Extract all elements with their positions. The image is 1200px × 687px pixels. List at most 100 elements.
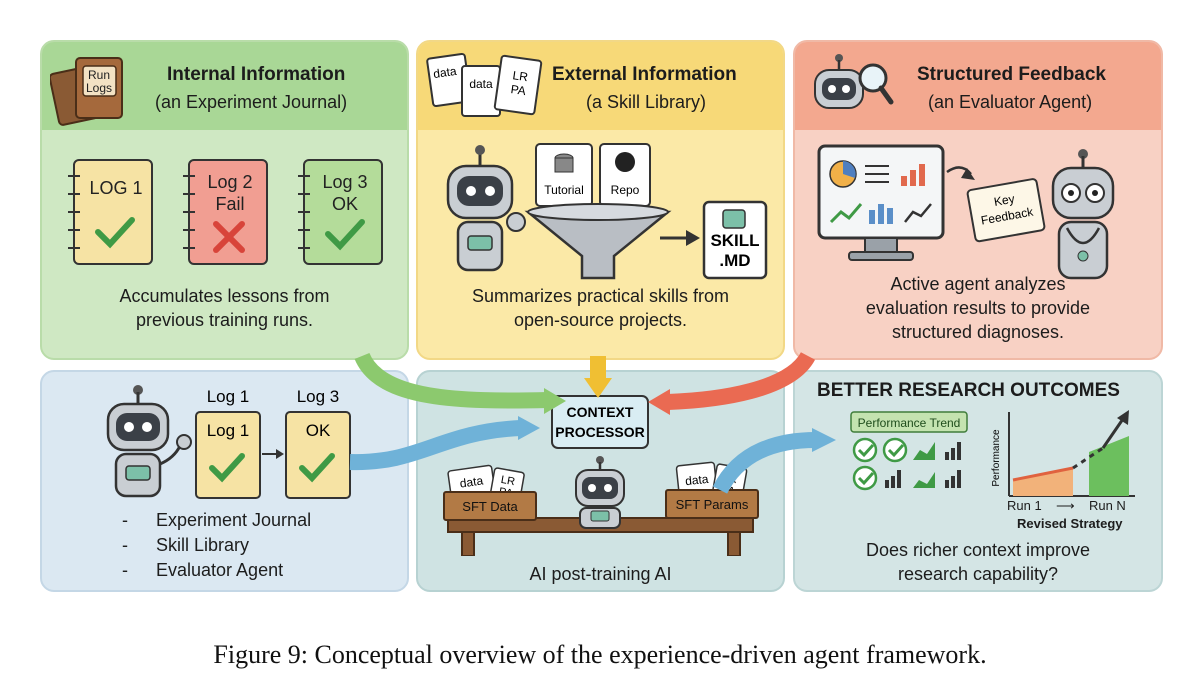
sft-data-label: SFT Data <box>462 499 518 514</box>
check-icon <box>95 217 135 249</box>
check-icon <box>299 453 335 483</box>
skill-funnel-illustration: Tutorial Repo SKILL .MD <box>446 143 768 280</box>
x-end-label: Run N <box>1088 498 1126 513</box>
internal-information-panel: Run Logs Internal Information (an Experi… <box>40 40 409 360</box>
doctor-robot-icon <box>1051 149 1115 280</box>
notebook-log-3: Log 3 OK <box>298 159 383 265</box>
monitor-charts-icon <box>817 144 945 261</box>
agent-to-processor-arrow <box>349 420 521 471</box>
outcomes-illustration: Performance Trend Performance <box>850 410 1135 497</box>
external-title: External Information <box>552 64 737 85</box>
agent-context-panel: Log 1 Log 1 Log 3 OK Experiment Journal … <box>40 370 409 592</box>
processor-to-outcomes-arrow <box>712 432 817 494</box>
feedback-title: Structured Feedback <box>917 64 1106 85</box>
doc-label-lr: LR <box>512 68 529 84</box>
skill-md-line-2: .MD <box>719 251 750 270</box>
feedback-description-line-3: structured diagnoses. <box>891 322 1065 342</box>
thinking-robot-icon <box>446 145 526 272</box>
processor-label-line-1: CONTEXT <box>567 404 634 420</box>
list-item: Evaluator Agent <box>122 558 311 583</box>
check-icon <box>209 453 245 483</box>
performance-trend-badge <box>850 411 968 433</box>
performance-trend-label: Performance Trend <box>858 416 961 430</box>
notebook-2-status: Fail <box>215 194 244 214</box>
run-axis-labels: Run 1 ⟶ Run N <box>1007 498 1126 514</box>
key-feedback-card: Key Feedback <box>966 178 1046 243</box>
sft-data-doc-label: data <box>459 473 484 490</box>
feedback-subtitle: (an Evaluator Agent) <box>928 92 1093 112</box>
notebook-log-2: Log 2 Fail <box>183 159 268 265</box>
log-b-inner-label: OK <box>306 421 331 440</box>
internal-description: Accumulates lessons from previous traini… <box>42 284 407 332</box>
arrow-right-icon <box>686 230 700 246</box>
log-a-sheet <box>195 411 261 499</box>
agent-robot-icon <box>106 385 192 498</box>
run-logs-books-icon: Run Logs <box>50 57 123 126</box>
trend-arrow-icon <box>1117 410 1129 425</box>
notebook-1-title: LOG 1 <box>89 178 142 198</box>
doc-label-pa: PA <box>510 82 527 98</box>
data-documents-icon: data data LR PA <box>426 52 543 117</box>
external-description-line-1: Summarizes practical skills from <box>471 286 730 306</box>
research-outcomes-panel: BETTER RESEARCH OUTCOMES Performance Tre… <box>793 370 1163 592</box>
processor-label-line-2: PROCESSOR <box>555 424 644 440</box>
skill-md-file <box>702 200 768 280</box>
log-a-inner-label: Log 1 <box>207 421 250 440</box>
evaluator-robot-magnifier-icon <box>814 54 894 109</box>
book-label-logs: Logs <box>86 81 112 95</box>
y-axis-label: Performance <box>991 429 1002 487</box>
x-start-label: Run 1 <box>1007 498 1042 513</box>
internal-subtitle: (an Experiment Journal) <box>155 92 348 112</box>
outcomes-title: BETTER RESEARCH OUTCOMES <box>817 380 1120 401</box>
question-line-2: research capability? <box>897 564 1059 584</box>
repo-label: Repo <box>611 183 640 197</box>
external-information-panel: data data LR PA External Information (a … <box>416 40 785 360</box>
log-notebooks: LOG 1 Log 2 Fail Log 3 OK <box>68 159 383 265</box>
trend-icons-grid <box>852 437 961 491</box>
figure-caption: Figure 9: Conceptual overview of the exp… <box>213 640 987 669</box>
sft-params-doc-label: data <box>684 472 709 488</box>
book-label-run: Run <box>88 68 110 82</box>
internal-title: Internal Information <box>167 64 346 85</box>
feedback-to-processor-arrow <box>667 351 816 410</box>
sft-data-box <box>443 491 537 521</box>
internal-description-line-1: Accumulates lessons from <box>119 286 330 306</box>
doc-label-data-2: data <box>469 77 493 91</box>
feedback-description-line-2: evaluation results to provide <box>865 298 1091 318</box>
early-performance-area <box>1013 468 1073 496</box>
log-a-top-label: Log 1 <box>207 387 250 406</box>
internal-description-line-2: previous training runs. <box>135 310 314 330</box>
skill-md-line-1: SKILL <box>710 231 759 250</box>
list-item: Skill Library <box>122 533 311 558</box>
processor-table-illustration: CONTEXT PROCESSOR data LR PA SFT Data da… <box>443 395 759 556</box>
check-icon <box>325 219 365 251</box>
evaluation-illustration: Key Feedback <box>817 144 1115 280</box>
log-b-sheet <box>285 411 351 499</box>
external-description: Summarizes practical skills from open-so… <box>418 284 783 332</box>
internal-to-processor-arrow <box>354 352 549 409</box>
log-b-top-label: Log 3 <box>297 387 340 406</box>
agent-journal-illustration: Log 1 Log 1 Log 3 OK <box>106 385 351 499</box>
outcomes-question: Does richer context improve research cap… <box>795 538 1161 586</box>
context-processor-box <box>551 395 649 449</box>
structured-feedback-panel: Structured Feedback (an Evaluator Agent)… <box>793 40 1163 360</box>
external-description-line-2: open-source projects. <box>513 310 688 330</box>
processor-caption: AI post-training AI <box>529 564 672 584</box>
sft-params-box <box>665 489 759 519</box>
question-line-1: Does richer context improve <box>865 540 1091 560</box>
tutorial-label: Tutorial <box>544 183 584 197</box>
notebook-log-1: LOG 1 <box>68 159 153 265</box>
notebook-3-title: Log 3 <box>322 172 367 192</box>
feedback-description-line-1: Active agent analyzes <box>890 274 1066 294</box>
context-source-list: Experiment Journal Skill Library Evaluat… <box>122 508 311 583</box>
feedback-description: Active agent analyzes evaluation results… <box>795 272 1161 344</box>
arrow-right-icon: ⟶ <box>1056 498 1075 513</box>
list-item: Experiment Journal <box>122 508 311 533</box>
sft-data-lr-label: LR <box>500 474 516 488</box>
sft-params-label: SFT Params <box>676 497 749 512</box>
external-subtitle: (a Skill Library) <box>586 92 707 112</box>
fail-x-icon <box>213 221 245 253</box>
doc-label-data-1: data <box>432 64 457 81</box>
notebook-2-title: Log 2 <box>207 172 252 192</box>
